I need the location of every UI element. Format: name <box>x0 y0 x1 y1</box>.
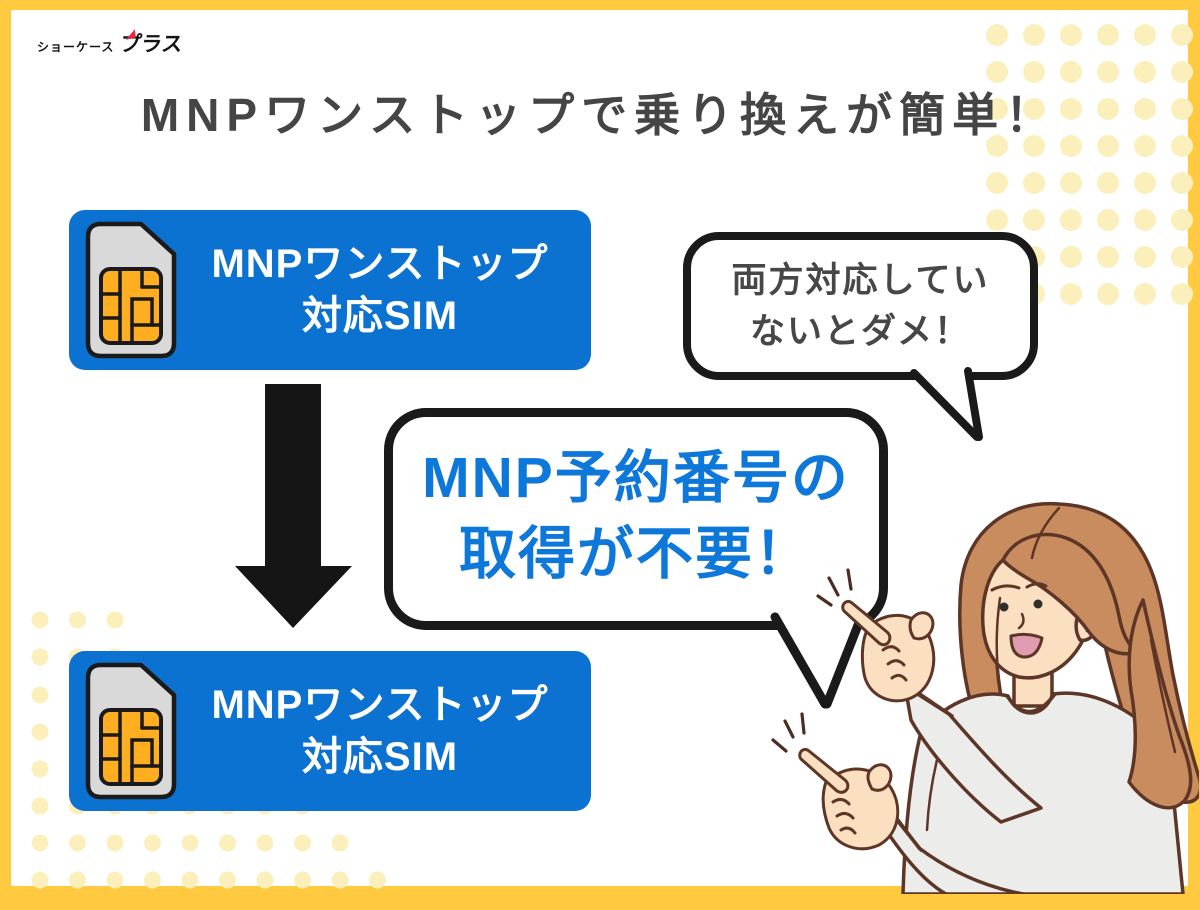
hair-back <box>958 501 1199 804</box>
right-eyebrow <box>1025 582 1048 589</box>
sim-card-icon <box>85 662 177 800</box>
lower-hand-palm <box>821 767 900 851</box>
lower-hand-thumb <box>866 763 893 792</box>
logo-text-small: ショーケース <box>37 40 115 54</box>
hair-front-lock <box>1127 598 1193 810</box>
left-eye <box>999 602 1009 612</box>
upper-hand-thumb <box>908 611 935 641</box>
right-eye <box>1033 599 1043 609</box>
sim-card-icon <box>85 221 177 359</box>
mouth <box>1009 632 1044 659</box>
sim-box-label: MNPワンストップ 対応SIM <box>177 679 591 783</box>
lower-hand-index-finger <box>798 747 850 794</box>
collar <box>1005 692 1057 714</box>
speech-bubble-main: MNP予約番号の 取得が不要！ <box>384 408 888 630</box>
sim-box-label-line1: MNPワンストップ <box>211 683 549 727</box>
logo-text-large: プラス <box>119 34 185 56</box>
sim-box-label: MNPワンストップ 対応SIM <box>177 238 591 342</box>
face <box>980 547 1092 680</box>
hair-fringe <box>1001 532 1139 656</box>
lower-arm-sleeve <box>877 806 1025 894</box>
white-canvas: ショーケース プラス MNPワンストップで乗り換えが簡単！ MNPワンストップ … <box>11 10 1199 894</box>
sim-box-label-line2: 対応SIM <box>301 294 459 338</box>
torso <box>901 691 1185 894</box>
speech-bubble-warning: 両方対応してい ないとダメ！ <box>683 232 1038 380</box>
main-text-line2: 取得が不要！ <box>459 522 813 586</box>
nose <box>1017 612 1025 630</box>
page-title: MNPワンストップで乗り換えが簡単！ <box>140 89 1059 141</box>
upper-arm-sleeve <box>903 684 1043 824</box>
warning-text-line2: ないとダメ！ <box>750 312 971 351</box>
main-text-line1: MNP予約番号の <box>422 446 850 510</box>
warning-text-line1: 両方対応してい <box>731 261 990 300</box>
site-logo: ショーケース プラス <box>37 34 185 56</box>
neck <box>1012 664 1054 708</box>
sim-box-after: MNPワンストップ 対応SIM <box>69 651 591 811</box>
ear <box>1074 606 1100 643</box>
sim-box-label-line1: MNPワンストップ <box>211 242 549 286</box>
sim-box-before: MNPワンストップ 対応SIM <box>69 210 591 370</box>
upper-hand-palm <box>860 613 936 703</box>
sim-box-label-line2: 対応SIM <box>301 735 459 779</box>
left-eyebrow <box>990 584 1021 592</box>
